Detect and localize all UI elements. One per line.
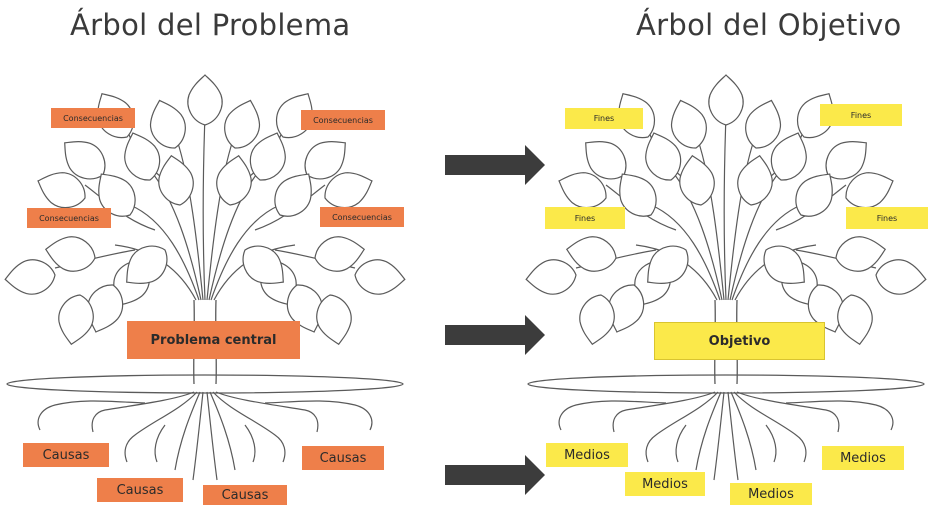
objective-tree-illustration [525, 75, 928, 480]
problem-tree-illustration [4, 75, 407, 480]
objective-label: Objetivo [654, 322, 825, 360]
cause-label: Causas [203, 485, 287, 505]
arrow-consequences-to-ends [445, 145, 545, 185]
arrow-problem-to-objective [445, 315, 545, 355]
cause-label: Causas [302, 446, 384, 470]
consequence-label: Consecuencias [320, 207, 404, 227]
means-label: Medios [730, 483, 812, 505]
consequence-label: Consecuencias [27, 208, 111, 228]
means-label: Medios [546, 443, 628, 467]
cause-label: Causas [23, 443, 109, 467]
end-label: Fines [545, 207, 625, 229]
cause-label: Causas [97, 478, 183, 502]
end-label: Fines [820, 104, 902, 126]
arrow-causes-to-means [445, 455, 545, 495]
central-problem-label: Problema central [127, 321, 300, 359]
means-label: Medios [625, 472, 705, 496]
end-label: Fines [565, 108, 643, 129]
consequence-label: Consecuencias [301, 110, 385, 130]
means-label: Medios [822, 446, 904, 470]
end-label: Fines [846, 207, 928, 229]
consequence-label: Consecuencias [51, 108, 135, 128]
